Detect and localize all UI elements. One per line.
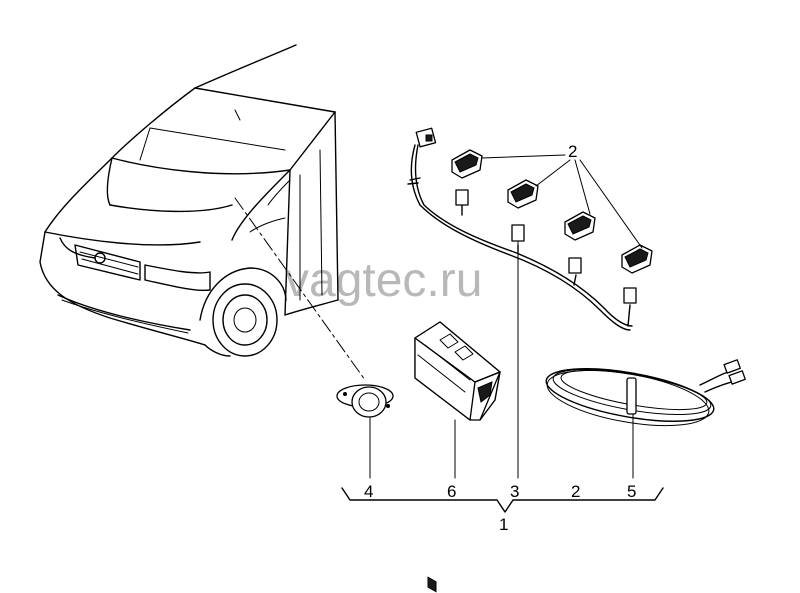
- callout-sensors: 2: [568, 142, 577, 161]
- watermark: vagtec.ru: [285, 254, 482, 307]
- callout-wiring-harness: 3: [510, 482, 519, 501]
- callout-buzzer: 4: [364, 482, 373, 501]
- leader-lines: [341, 241, 664, 513]
- parking-sensor: [451, 149, 483, 179]
- callout-control-unit: 6: [447, 482, 456, 501]
- wiring-harness: [407, 127, 637, 331]
- warning-buzzer: [336, 384, 394, 418]
- extension-cable: [545, 359, 746, 427]
- callout-sensor: 2: [571, 482, 580, 501]
- vehicle-illustration: [39, 44, 366, 381]
- parking-sensors: [451, 149, 653, 274]
- parking-sensor: [621, 244, 653, 274]
- callout-cable: 5: [627, 482, 636, 501]
- parking-sensor: [507, 179, 539, 209]
- callout-assembly: 1: [499, 515, 508, 534]
- parking-sensor: [564, 211, 596, 241]
- control-unit: [414, 321, 501, 593]
